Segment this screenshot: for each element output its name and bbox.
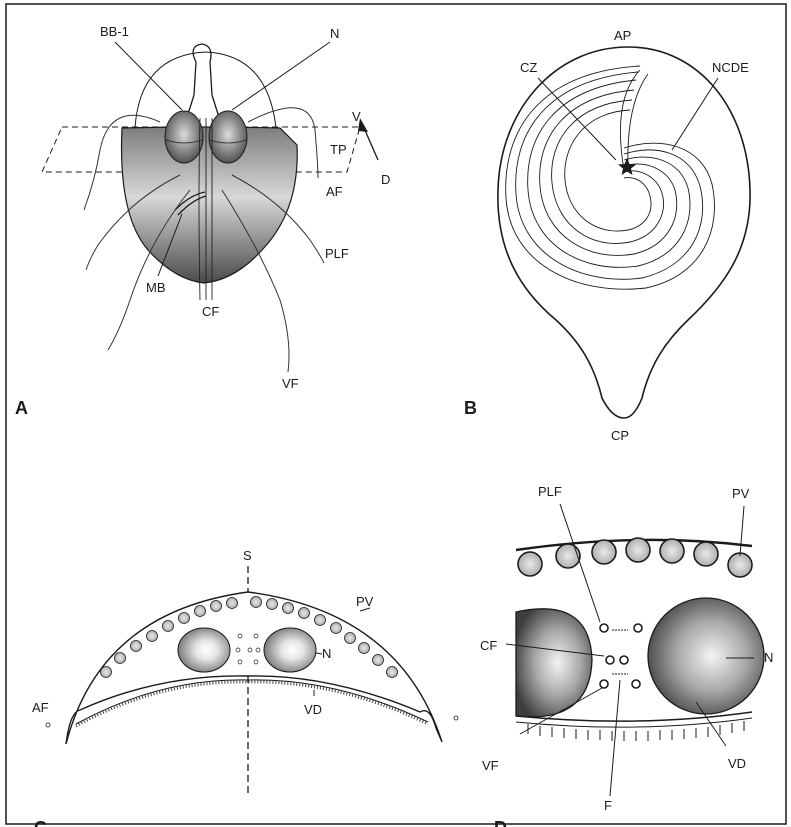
label-n: N: [764, 650, 773, 665]
label-vd: VD: [304, 702, 322, 717]
label-ap: AP: [614, 28, 631, 43]
label-tp: TP: [330, 142, 347, 157]
nucleus-right: [264, 628, 316, 672]
label-f: F: [604, 798, 612, 813]
panel-c: S PV N AF VD C: [32, 548, 458, 827]
label-af: AF: [326, 184, 343, 199]
nucleus-right: [648, 598, 764, 714]
label-vd: VD: [728, 756, 746, 771]
nucleus-right: [209, 111, 247, 163]
label-v: V: [352, 109, 361, 124]
label-ncde: NCDE: [712, 60, 749, 75]
peripheral-vesicles: [518, 538, 752, 577]
label-af: AF: [32, 700, 49, 715]
dorsal-outline: [135, 52, 276, 128]
panel-letter-d: D: [494, 818, 507, 827]
label-vf: VF: [282, 376, 299, 391]
label-cz: CZ: [520, 60, 537, 75]
ventral-disc-outline: [498, 47, 750, 418]
label-bb1: BB-1: [100, 24, 129, 39]
basal-body-structure: [186, 44, 220, 120]
transverse-section-outline: [66, 592, 442, 744]
panel-letter-c: C: [34, 818, 47, 827]
nucleus-left: [516, 609, 592, 717]
nucleus-left: [178, 628, 230, 672]
label-d: D: [381, 172, 390, 187]
anterior-flagellum-section-right: [454, 716, 458, 720]
panel-a: BB-1 N V TP D AF PLF MB CF VF A: [15, 24, 390, 418]
microtubule-spiral: [506, 66, 715, 289]
label-cp: CP: [611, 428, 629, 443]
label-pv: PV: [732, 486, 750, 501]
panel-letter-a: A: [15, 398, 28, 418]
label-plf: PLF: [325, 246, 349, 261]
label-cf: CF: [202, 304, 219, 319]
anterior-flagellum-section-left: [46, 723, 50, 727]
flagella-sections: [600, 624, 642, 688]
label-plf: PLF: [538, 484, 562, 499]
label-pv: PV: [356, 594, 374, 609]
panel-d: PLF PV CF N VF VD F D: [480, 484, 773, 827]
panel-b: AP CZ NCDE CP B: [464, 28, 750, 443]
nucleus-left: [165, 111, 203, 163]
label-n: N: [322, 646, 331, 661]
label-mb: MB: [146, 280, 166, 295]
label-vf: VF: [482, 758, 499, 773]
label-n: N: [330, 26, 339, 41]
trophozoite-body: [122, 127, 298, 283]
central-star: [618, 158, 636, 175]
panel-letter-b: B: [464, 398, 477, 418]
label-cf: CF: [480, 638, 497, 653]
label-s: S: [243, 548, 252, 563]
